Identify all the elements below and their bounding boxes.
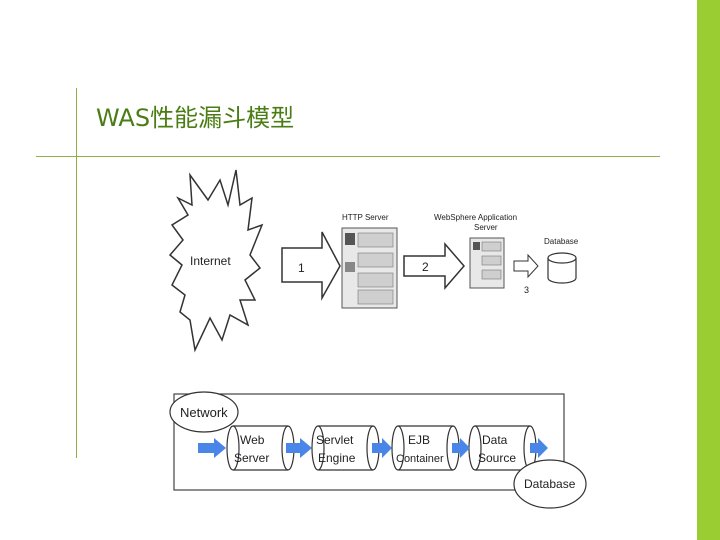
stage-2-line2: Engine	[318, 451, 356, 465]
flow-arrows	[198, 438, 548, 458]
was-label-line1: WebSphere Application	[434, 213, 517, 222]
was-server-rack	[469, 237, 505, 289]
stage-1-line2: Server	[234, 451, 269, 465]
internet-burst	[168, 169, 264, 353]
arrow-1-label: 1	[298, 261, 305, 275]
slide-title: WAS性能漏斗模型	[96, 104, 295, 132]
flow-arrow-4	[452, 438, 470, 458]
stage-3-line2: Container	[396, 453, 444, 465]
was-label-line2: Server	[474, 223, 498, 232]
http-server-label: HTTP Server	[342, 213, 389, 222]
arrow-3	[513, 253, 539, 279]
right-accent-bar	[697, 0, 720, 540]
bottom-database-ellipse	[513, 459, 587, 509]
flow-arrow-5	[530, 438, 548, 458]
stage-2-line1: Servlet	[316, 433, 354, 447]
arrow-2	[403, 241, 465, 291]
stage-4-line1: Data	[482, 433, 508, 447]
stage-1-line1: Web	[240, 433, 265, 447]
http-server-rack	[341, 227, 398, 309]
internet-label: Internet	[190, 254, 231, 268]
flow-arrow-2	[286, 438, 312, 458]
flow-arrow-1	[198, 438, 226, 458]
horizontal-divider	[36, 156, 660, 157]
top-database-label: Database	[544, 237, 579, 246]
vertical-divider	[76, 88, 77, 458]
bottom-database-label: Database	[524, 477, 576, 491]
stage-3-line1: EJB	[408, 433, 430, 447]
top-database-cylinder	[547, 252, 577, 284]
stage-4-line2: Source	[478, 451, 516, 465]
network-ellipse	[169, 391, 239, 433]
stage-ejb-container	[391, 425, 460, 471]
stage-servlet-engine	[311, 425, 380, 471]
arrow-3-label: 3	[524, 285, 529, 295]
flow-arrow-3	[372, 438, 392, 458]
network-label: Network	[180, 405, 228, 420]
arrow-2-label: 2	[422, 260, 429, 274]
arrow-1	[281, 231, 341, 301]
